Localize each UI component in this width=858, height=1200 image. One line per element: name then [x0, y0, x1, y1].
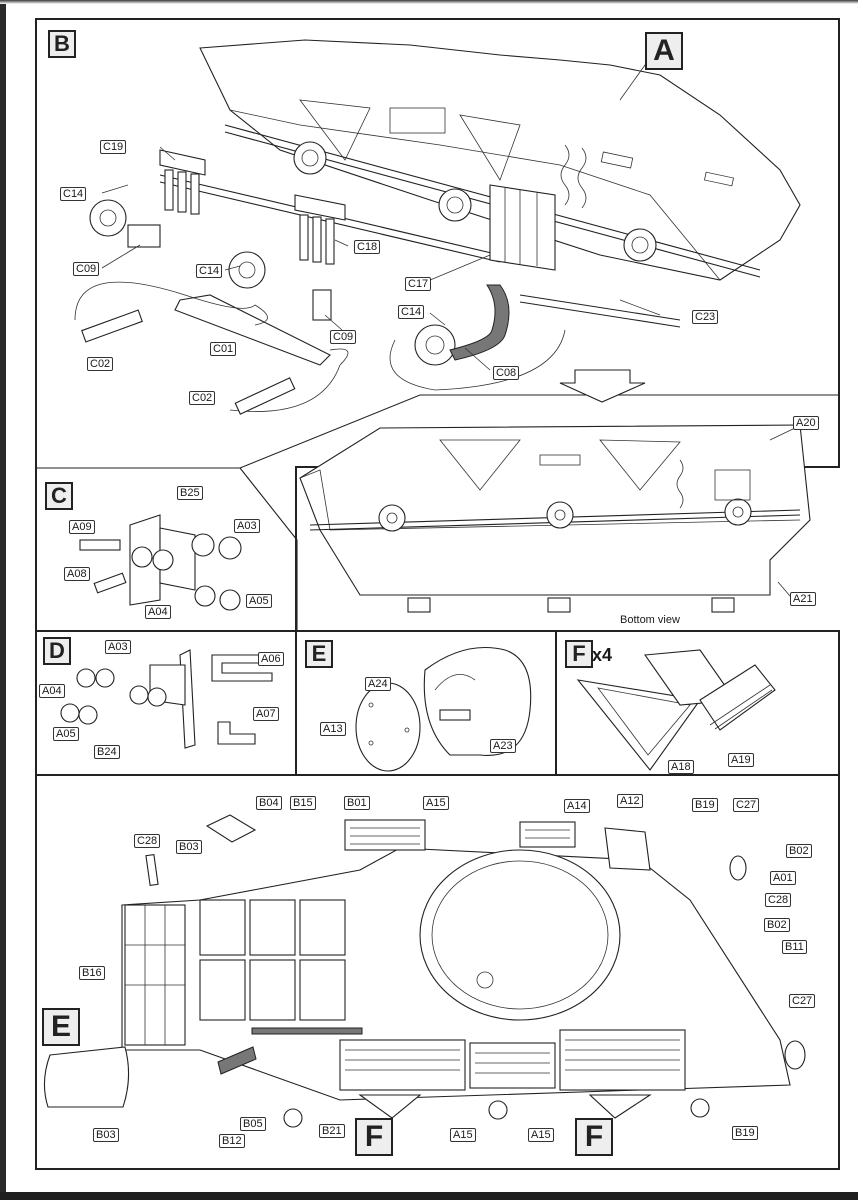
part-label-a15: A15 — [528, 1128, 554, 1142]
part-label-a04: A04 — [145, 605, 171, 619]
part-label-b19: B19 — [732, 1126, 758, 1140]
step-c-marker: C — [45, 482, 73, 510]
part-label-a24: A24 — [365, 677, 391, 691]
part-label-b11: B11 — [782, 940, 807, 954]
diagram-step-c — [79, 514, 242, 611]
part-label-a12: A12 — [617, 794, 643, 808]
part-label-a03: A03 — [105, 640, 131, 654]
part-label-c27: C27 — [789, 994, 816, 1008]
part-label-b01: B01 — [344, 796, 370, 810]
step-f-multiplier: x4 — [592, 645, 613, 665]
scan-edge-top — [0, 0, 858, 4]
part-label-c28: C28 — [765, 893, 792, 907]
part-label-b02: B02 — [764, 918, 790, 932]
divider-bottom-view — [35, 394, 840, 469]
part-label-b24: B24 — [94, 745, 120, 759]
part-label-b21: B21 — [319, 1124, 345, 1138]
step-d-marker: D — [43, 637, 71, 665]
part-label-a05: A05 — [53, 727, 79, 741]
panel-step-d — [35, 630, 297, 776]
part-label-a05: A05 — [246, 594, 272, 608]
part-label-a07: A07 — [253, 707, 279, 721]
subassembly-e-marker: E — [42, 1008, 80, 1046]
subassembly-f-marker: F — [575, 1118, 613, 1156]
part-label-b03: B03 — [93, 1128, 119, 1142]
part-label-b16: B16 — [79, 966, 105, 980]
part-label-a15: A15 — [450, 1128, 476, 1142]
part-label-b04: B04 — [256, 796, 282, 810]
part-label-c27: C27 — [733, 798, 760, 812]
part-label-c19: C19 — [100, 140, 127, 154]
part-label-c14: C14 — [60, 187, 87, 201]
diagram-step-d — [60, 649, 273, 749]
diagram-step-f — [576, 649, 776, 771]
arrow-down-icon — [559, 369, 646, 403]
part-label-b15: B15 — [290, 796, 316, 810]
part-label-a21: A21 — [790, 592, 816, 606]
subassembly-f-marker: F — [355, 1118, 393, 1156]
part-label-c02: C02 — [189, 391, 216, 405]
part-label-c23: C23 — [692, 310, 719, 324]
part-label-a04: A04 — [39, 684, 65, 698]
part-label-a15: A15 — [423, 796, 449, 810]
part-label-c09: C09 — [330, 330, 357, 344]
part-label-b25: B25 — [177, 486, 203, 500]
part-label-b02: B02 — [786, 844, 812, 858]
part-label-c17: C17 — [405, 277, 432, 291]
part-label-a18: A18 — [668, 760, 694, 774]
scan-edge-left — [0, 0, 6, 1200]
part-label-c28: C28 — [134, 834, 161, 848]
scan-edge-bottom — [0, 1192, 858, 1200]
part-label-b19: B19 — [692, 798, 718, 812]
subassembly-a-marker: A — [645, 32, 683, 70]
part-label-a09: A09 — [69, 520, 95, 534]
step-f-marker: F — [565, 640, 593, 668]
part-label-a20: A20 — [793, 416, 819, 430]
part-label-a19: A19 — [728, 753, 754, 767]
hull-upper-b — [74, 39, 801, 415]
part-label-a01: A01 — [770, 871, 796, 885]
diagram-step-e — [355, 647, 532, 772]
final-assembly-drawing — [43, 814, 806, 1128]
part-label-c18: C18 — [354, 240, 381, 254]
part-label-c01: C01 — [210, 342, 237, 356]
part-label-b12: B12 — [219, 1134, 245, 1148]
part-label-c14: C14 — [398, 305, 425, 319]
part-label-a13: A13 — [320, 722, 346, 736]
part-label-c14: C14 — [196, 264, 223, 278]
step-e-marker: E — [305, 640, 333, 668]
part-label-a23: A23 — [490, 739, 516, 753]
part-label-a03: A03 — [234, 519, 260, 533]
divider-c — [239, 467, 298, 632]
part-label-a14: A14 — [564, 799, 590, 813]
part-label-c08: C08 — [493, 366, 520, 380]
hull-bottom-view — [299, 424, 811, 613]
part-label-c02: C02 — [87, 357, 114, 371]
part-label-b05: B05 — [240, 1117, 266, 1131]
part-label-c09: C09 — [73, 262, 100, 276]
step-b-marker: B — [48, 30, 76, 58]
part-label-a06: A06 — [258, 652, 284, 666]
bottom-view-caption: Bottom view — [620, 614, 680, 626]
part-label-a08: A08 — [64, 567, 90, 581]
part-label-b03: B03 — [176, 840, 202, 854]
